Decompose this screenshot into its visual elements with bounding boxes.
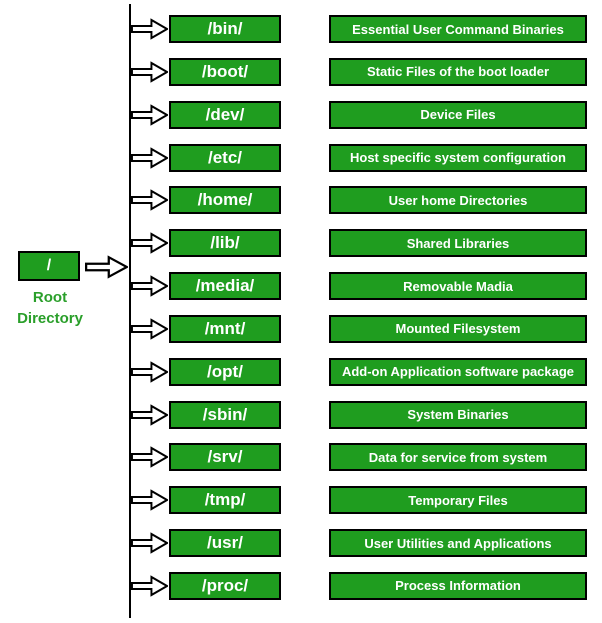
directory-node-label: /proc/ [201,575,249,595]
directory-description: Essential User Command Binaries [329,15,587,43]
directory-row: /sbin/ System Binaries [131,400,589,429]
directory-node-label: /srv/ [207,447,243,467]
directory-node-label: /dev/ [205,104,245,124]
directory-description-label: Process Information [395,578,521,594]
directory-node-label: /opt/ [207,361,243,381]
right-arrow-icon [131,489,168,511]
right-arrow-icon [131,361,168,383]
directory-node-label: /lib/ [210,233,240,253]
directory-row: /proc/ Process Information [131,571,589,600]
directory-node: /etc/ [169,143,281,172]
directory-row: /home/ User home Directories [131,186,589,215]
directory-node-label: /media/ [195,276,255,296]
directory-node-label: /bin/ [207,19,243,38]
directory-description-label: Mounted Filesystem [395,321,521,337]
directory-node: /proc/ [169,571,281,600]
directory-description-label: Removable Madia [403,278,513,294]
directory-description-label: Essential User Command Binaries [352,21,564,37]
directory-row: /bin/ Essential User Command Binaries [131,15,589,43]
directory-row: /etc/ Host specific system configuration [131,143,589,172]
root-caption-line2: Directory [17,310,83,327]
directory-node: /opt/ [169,357,281,386]
directory-row: /media/ Removable Madia [131,272,589,301]
trunk-line [129,4,131,618]
right-arrow-icon [131,532,168,554]
directory-description-label: Device Files [420,107,496,123]
directory-rows: /bin/ Essential User Command Binaries /b… [131,15,589,600]
directory-description-label: System Binaries [407,407,509,423]
directory-row: /boot/ Static Files of the boot loader [131,57,589,86]
directory-description: Data for service from system [329,443,587,472]
directory-description: Static Files of the boot loader [329,57,587,86]
right-arrow-icon [131,232,168,254]
directory-description: Process Information [329,571,587,600]
right-arrow-icon [131,61,168,83]
root-directory-node: / [18,251,80,281]
directory-node-label: /etc/ [207,147,243,167]
directory-node: /tmp/ [169,486,281,515]
directory-description-label: Temporary Files [408,492,508,508]
directory-description: Removable Madia [329,272,587,301]
directory-description: Device Files [329,100,587,129]
directory-description: System Binaries [329,400,587,429]
directory-description-label: Static Files of the boot loader [366,64,550,80]
right-arrow-icon [85,255,128,279]
directory-description-label: Data for service from system [368,449,548,465]
directory-node: /usr/ [169,529,281,558]
right-arrow-icon [131,189,168,212]
directory-description: Mounted Filesystem [329,314,587,343]
right-arrow-icon [131,146,168,169]
directory-node: /mnt/ [169,314,281,343]
right-arrow-icon [131,18,168,40]
directory-description-label: User Utilities and Applications [364,535,552,551]
directory-row: /usr/ User Utilities and Applications [131,529,589,558]
directory-node-label: /boot/ [201,61,249,81]
directory-node-label: /tmp/ [204,490,246,510]
directory-row: /srv/ Data for service from system [131,443,589,472]
directory-description: Host specific system configuration [329,143,587,172]
directory-description-label: Shared Libraries [406,235,510,251]
directory-node: /dev/ [169,100,281,129]
directory-node: /media/ [169,272,281,301]
root-directory-caption: Root Directory [2,287,98,329]
right-arrow-icon [131,446,168,469]
directory-node-label: /sbin/ [202,404,248,424]
directory-node-label: /usr/ [207,533,243,553]
directory-node: /lib/ [169,229,281,258]
directory-node: /home/ [169,186,281,215]
directory-node: /bin/ [169,15,281,43]
directory-node-label: /home/ [197,190,253,210]
right-arrow-icon [131,103,168,126]
directory-description-label: Host specific system configuration [350,150,566,166]
directory-description: Add-on Application software package [329,357,587,386]
directory-description-label: User home Directories [388,192,528,208]
right-arrow-icon [131,275,168,297]
directory-row: /mnt/ Mounted Filesystem [131,314,589,343]
directory-description: User Utilities and Applications [329,529,587,558]
directory-node: /boot/ [169,57,281,86]
directory-description: User home Directories [329,186,587,215]
directory-description: Temporary Files [329,486,587,515]
directory-node: /sbin/ [169,400,281,429]
right-arrow-icon [131,318,168,340]
directory-node: /srv/ [169,443,281,472]
right-arrow-icon [131,575,168,597]
directory-description-label: Add-on Application software package [341,364,575,380]
root-caption-line1: Root [32,289,68,306]
directory-node-label: /mnt/ [204,318,246,338]
directory-row: /dev/ Device Files [131,100,589,129]
directory-description: Shared Libraries [329,229,587,258]
directory-row: /lib/ Shared Libraries [131,229,589,258]
root-directory-label: / [46,257,52,274]
right-arrow-icon [131,403,168,426]
directory-row: /opt/ Add-on Application software packag… [131,357,589,386]
directory-row: /tmp/ Temporary Files [131,486,589,515]
